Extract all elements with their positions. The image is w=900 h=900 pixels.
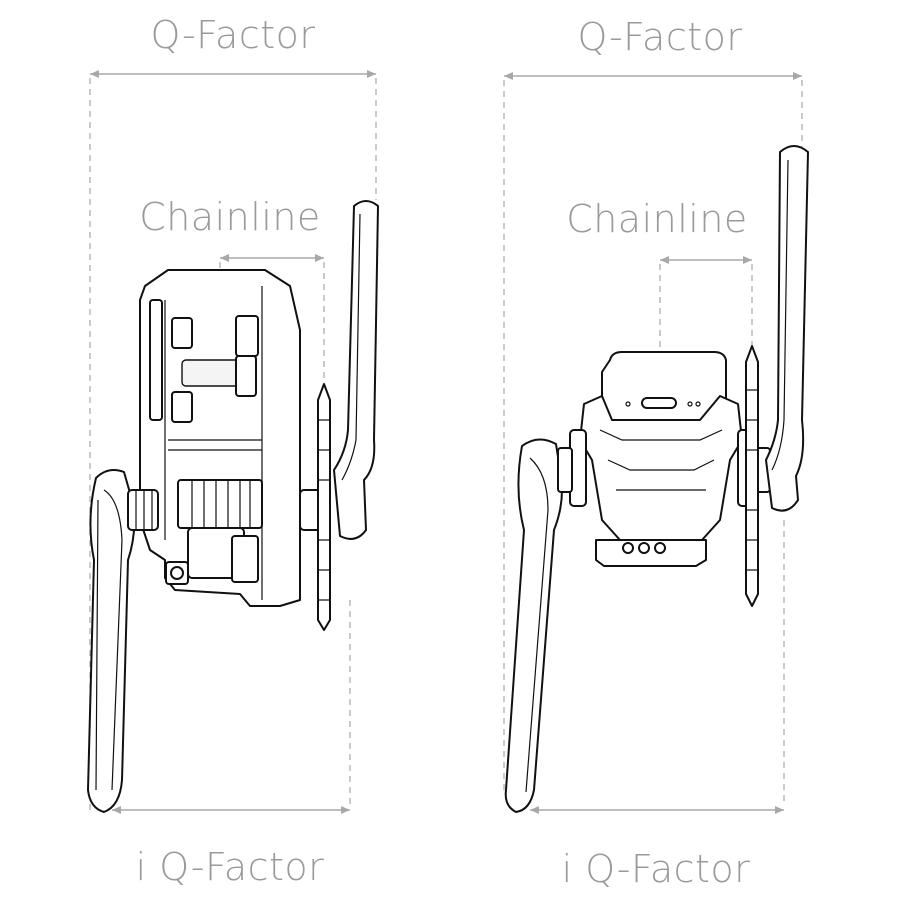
right-motor-side-view: Q-Factor Chainline <box>503 15 809 891</box>
right-q-factor-dimension: Q-Factor <box>503 15 803 790</box>
right-crank-arm-nondrive <box>504 438 563 813</box>
left-q-factor-dimension: Q-Factor <box>89 13 377 810</box>
right-chainline-label: Chainline <box>566 197 748 241</box>
right-chainring <box>745 345 759 607</box>
right-i-q-factor-label: i Q-Factor <box>562 847 751 891</box>
left-q-factor-label: Q-Factor <box>151 13 316 57</box>
right-crank-arm-drive <box>765 145 809 512</box>
right-chainline-dimension: Chainline <box>566 197 753 352</box>
left-i-q-factor-label: i Q-Factor <box>136 845 325 889</box>
left-chainline-label: Chainline <box>139 195 321 239</box>
left-motor-housing <box>139 269 301 607</box>
left-i-q-factor-dimension: i Q-Factor <box>112 600 351 889</box>
left-chainline-dimension: Chainline <box>139 195 325 380</box>
right-motor-housing <box>557 351 771 567</box>
left-motor-side-view: Q-Factor Chainline <box>87 13 379 889</box>
left-chainring <box>317 383 331 631</box>
right-q-factor-label: Q-Factor <box>578 15 743 59</box>
left-crank-arm-nondrive <box>87 469 136 813</box>
right-i-q-factor-dimension: i Q-Factor <box>530 520 785 891</box>
left-crank-arm-drive <box>333 200 379 540</box>
